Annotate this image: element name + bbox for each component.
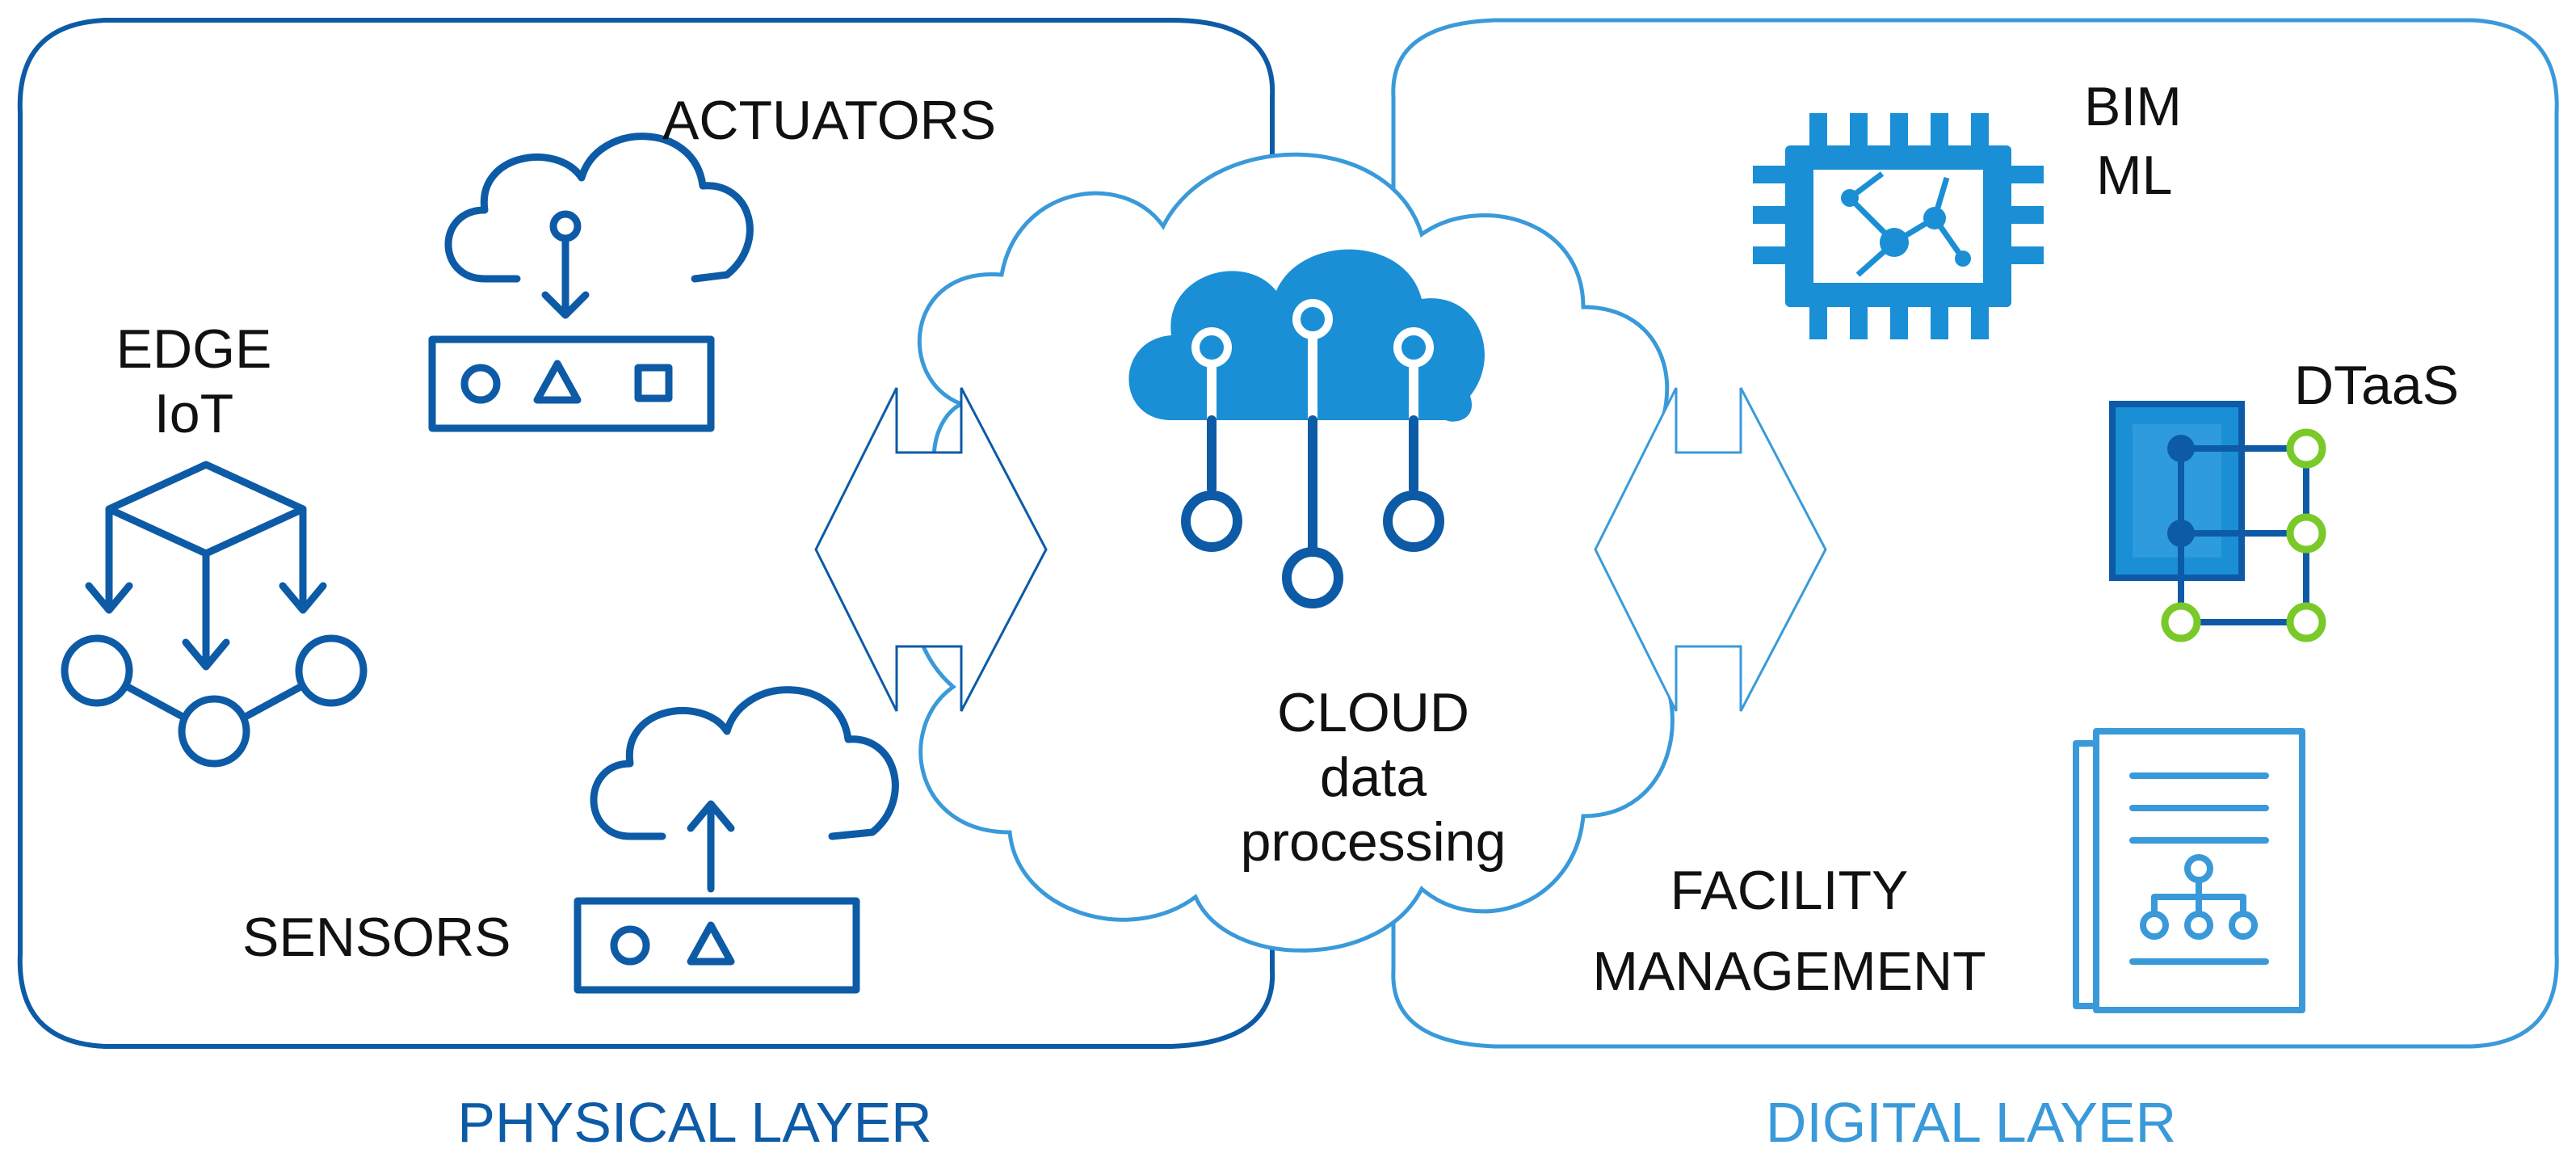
- edge-label-line1: EDGE: [116, 318, 272, 380]
- hierarchy-network-icon: [61, 461, 368, 768]
- digital-layer-label: DIGITAL LAYER: [1766, 1091, 2176, 1154]
- cloud-upload-icon: [590, 686, 899, 893]
- edge-label-line2: IoT: [154, 383, 233, 444]
- digital-layer-frame: [1391, 18, 2559, 1049]
- bim-label: BIM: [2084, 76, 2182, 137]
- ml-label: ML: [2096, 145, 2172, 206]
- physical-layer-label: PHYSICAL LAYER: [457, 1091, 931, 1154]
- dtaas-label: DTaaS: [2294, 355, 2459, 416]
- chip-network-icon: [1753, 113, 2044, 339]
- document-tree-icon: [2073, 728, 2305, 1013]
- facility-label-line1: FACILITY: [1670, 860, 1909, 921]
- actuators-label: ACTUATORS: [662, 90, 996, 151]
- cloud-network-icon: [1128, 249, 1485, 608]
- device-panel-icon: [428, 335, 715, 432]
- cloud-label-line3: processing: [1241, 811, 1507, 873]
- double-arrow-left: [814, 387, 1048, 712]
- device-panel-icon-sensors: [574, 897, 860, 994]
- cloud-label-line2: data: [1320, 747, 1427, 808]
- facility-label-line2: MANAGEMENT: [1592, 941, 1986, 1002]
- dtaas-graph-icon: [2109, 401, 2326, 642]
- double-arrow-right: [1594, 387, 1827, 712]
- cloud-label-line1: CLOUD: [1277, 682, 1469, 743]
- physical-layer-frame: [17, 18, 1275, 1049]
- cloud-download-icon: [444, 133, 754, 319]
- sensors-label: SENSORS: [242, 907, 511, 968]
